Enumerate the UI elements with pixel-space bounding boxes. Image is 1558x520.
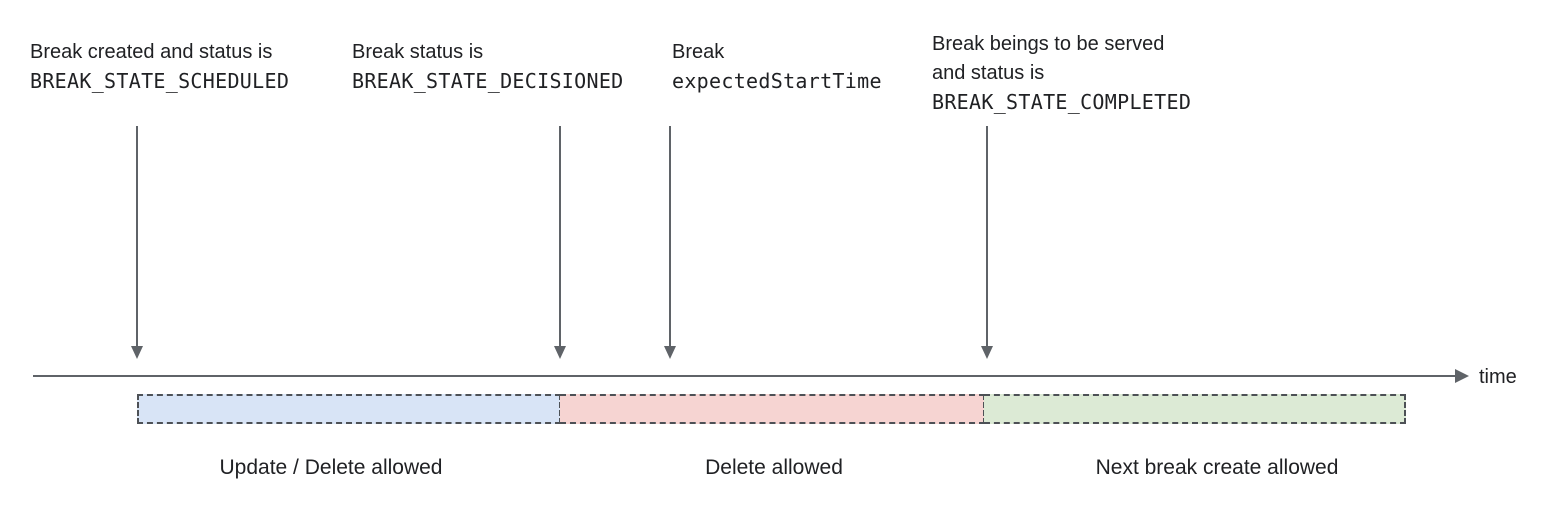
annotation-break-scheduled: Break created and status is BREAK_STATE_… <box>30 38 289 96</box>
timeline-arrowhead-icon <box>1455 369 1469 383</box>
annotation-text-line: Break beings to be served <box>932 33 1165 55</box>
arrow-head-icon <box>981 346 993 359</box>
annotation-code-line: BREAK_STATE_SCHEDULED <box>30 69 290 93</box>
annotation-text-line: and status is <box>932 62 1045 84</box>
annotation-break-completed: Break beings to be served and status is … <box>932 30 1191 117</box>
arrow-stem <box>136 126 138 347</box>
annotation-text-line: Break <box>672 41 725 63</box>
annotation-text-line: Break created and status is <box>30 41 273 63</box>
annotation-code-line: BREAK_STATE_DECISIONED <box>352 69 624 93</box>
arrow-stem <box>986 126 988 347</box>
timeline-axis <box>33 375 1456 377</box>
segment-label-delete: Delete allowed <box>705 456 843 479</box>
segment-label-update-delete: Update / Delete allowed <box>219 456 443 479</box>
annotation-text-line: Break status is <box>352 41 484 63</box>
arrow-stem <box>559 126 561 347</box>
segment-delete-allowed <box>560 394 985 424</box>
segment-update-delete-allowed <box>137 394 561 424</box>
time-axis-label: time <box>1479 366 1517 388</box>
arrow-head-icon <box>131 346 143 359</box>
segment-label-next-break: Next break create allowed <box>1095 456 1339 479</box>
arrow-head-icon <box>664 346 676 359</box>
segment-next-break-create-allowed <box>984 394 1406 424</box>
annotation-code-line: expectedStartTime <box>672 69 882 93</box>
arrow-head-icon <box>554 346 566 359</box>
annotation-code-line: BREAK_STATE_COMPLETED <box>932 90 1192 114</box>
arrow-stem <box>669 126 671 347</box>
annotation-break-decisioned: Break status is BREAK_STATE_DECISIONED <box>352 38 624 96</box>
annotation-expected-start-time: Break expectedStartTime <box>672 38 882 96</box>
